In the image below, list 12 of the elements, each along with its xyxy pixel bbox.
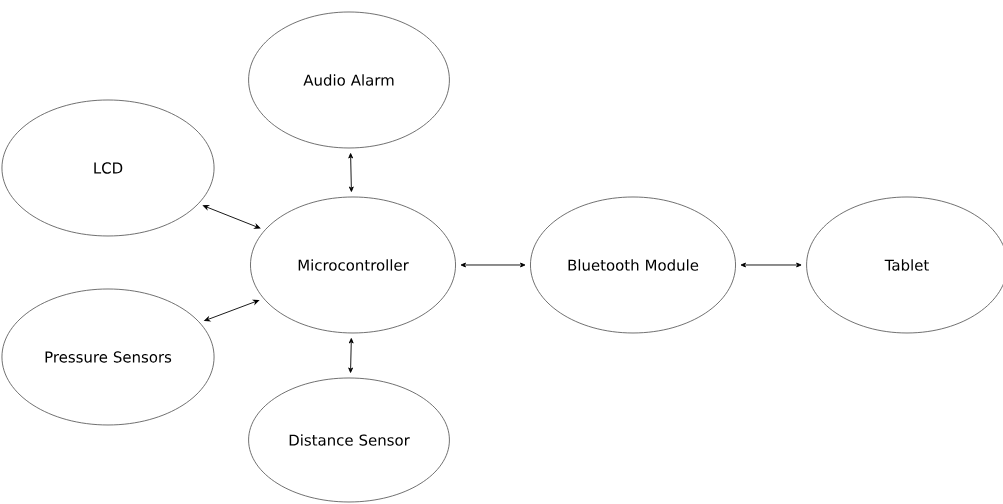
ellipse-node: LCD (1, 99, 215, 237)
double-arrow (204, 299, 260, 322)
ellipse-node: Pressure Sensors (1, 288, 215, 426)
double-arrow (740, 262, 802, 268)
double-arrow (348, 153, 354, 192)
double-arrow (348, 338, 354, 373)
ellipse-node: Audio Alarm (248, 11, 450, 149)
double-arrow (460, 262, 526, 268)
ellipse-node: Distance Sensor (248, 377, 450, 503)
ellipse-node: Bluetooth Module (530, 196, 736, 334)
ellipse-node: Microcontroller (250, 196, 456, 334)
double-arrow (203, 205, 261, 229)
